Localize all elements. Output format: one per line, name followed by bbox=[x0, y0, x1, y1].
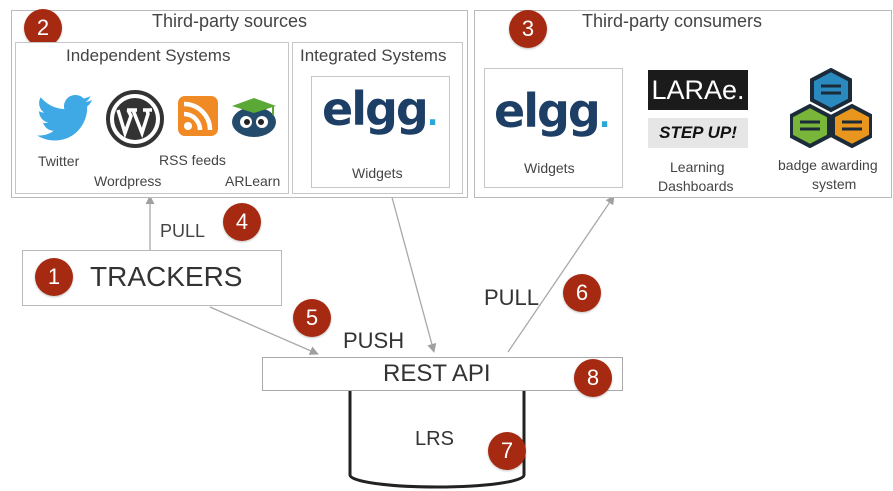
widgets-to-rest-arrow bbox=[389, 189, 437, 353]
twitter-label: Twitter bbox=[38, 153, 80, 169]
consumers-title: Third-party consumers bbox=[582, 11, 763, 31]
wordpress-icon bbox=[106, 90, 164, 148]
badge-2: 2 bbox=[24, 9, 62, 47]
larae-logo: LARAe. bbox=[648, 70, 748, 110]
lrs-cylinder bbox=[348, 391, 526, 489]
pull-arrow-rest-to-consumers bbox=[507, 195, 615, 353]
consumer-elgg-logo: elgg. bbox=[494, 84, 610, 138]
twitter-icon bbox=[37, 95, 92, 141]
stepup-logo: STEP UP! bbox=[648, 118, 748, 148]
rss-feeds-label: RSS feeds bbox=[159, 152, 226, 168]
badge-5: 5 bbox=[293, 299, 331, 337]
badge-awarding-icon bbox=[790, 68, 872, 148]
consumer-widgets-label: Widgets bbox=[524, 160, 575, 176]
wordpress-label: Wordpress bbox=[94, 173, 162, 189]
dashboards-label: Dashboards bbox=[658, 178, 734, 194]
badge-8: 8 bbox=[574, 359, 612, 397]
badge-1: 1 bbox=[35, 258, 73, 296]
learning-label: Learning bbox=[670, 159, 725, 175]
integrated-widgets-label: Widgets bbox=[352, 165, 403, 181]
lrs-label: LRS bbox=[415, 428, 454, 450]
independent-systems-title: Independent Systems bbox=[66, 46, 231, 65]
badge-3: 3 bbox=[509, 10, 547, 48]
pull-left-label: PULL bbox=[160, 221, 206, 241]
trackers-label: TRACKERS bbox=[90, 261, 243, 292]
rest-api-box bbox=[262, 357, 623, 391]
rss-icon bbox=[178, 96, 218, 136]
push-arrow-trackers-to-rest bbox=[209, 306, 319, 355]
badge-7: 7 bbox=[488, 432, 526, 470]
integrated-systems-title: Integrated Systems bbox=[300, 46, 447, 65]
pull-right-label: PULL bbox=[484, 285, 540, 310]
badge-system-label: system bbox=[812, 176, 857, 192]
badge-awarding-label: badge awarding bbox=[778, 157, 878, 173]
consumer-widgets-box bbox=[484, 68, 623, 188]
elgg-logo: elgg. bbox=[322, 82, 438, 136]
sources-title: Third-party sources bbox=[152, 11, 308, 31]
arlearn-label: ARLearn bbox=[225, 173, 281, 189]
badge-6: 6 bbox=[563, 274, 601, 312]
arlearn-icon bbox=[232, 98, 276, 137]
push-label: PUSH bbox=[343, 328, 405, 353]
elgg-widgets-box bbox=[311, 76, 450, 188]
badge-4: 4 bbox=[223, 203, 261, 241]
rest-api-label: REST API bbox=[383, 360, 491, 387]
